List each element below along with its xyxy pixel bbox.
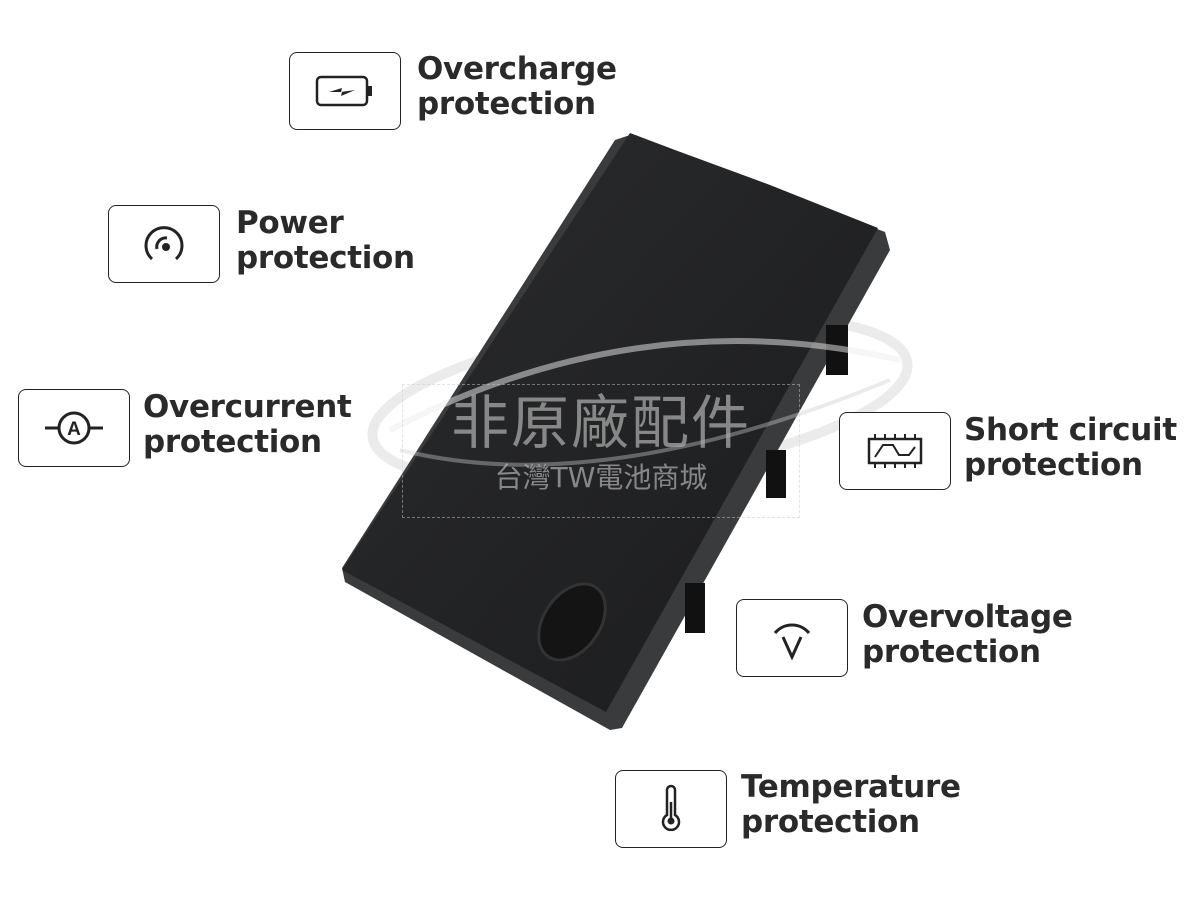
feature-icon-box-power [108, 205, 220, 283]
circuit-board-icon [867, 434, 923, 468]
feature-icon-box-short-circuit [839, 412, 951, 490]
watermark-line2: 台灣TW電池商城 [494, 461, 708, 494]
feature-icon-box-overcurrent: A [18, 389, 130, 467]
svg-text:A: A [67, 419, 81, 440]
battery-charge-icon [315, 75, 372, 107]
feature-icon-box-overvoltage [736, 599, 848, 677]
watermark-line1: 非原廠配件 [450, 389, 751, 457]
watermark: 非原廠配件 台灣TW電池商城 [402, 384, 800, 518]
feature-icon-box-temperature [615, 770, 727, 848]
gauge-icon [144, 226, 184, 261]
ammeter-icon: A [45, 411, 103, 445]
feature-icon-box-overcharge [289, 52, 401, 130]
thermometer-icon [661, 784, 681, 832]
voltage-icon [773, 623, 811, 661]
